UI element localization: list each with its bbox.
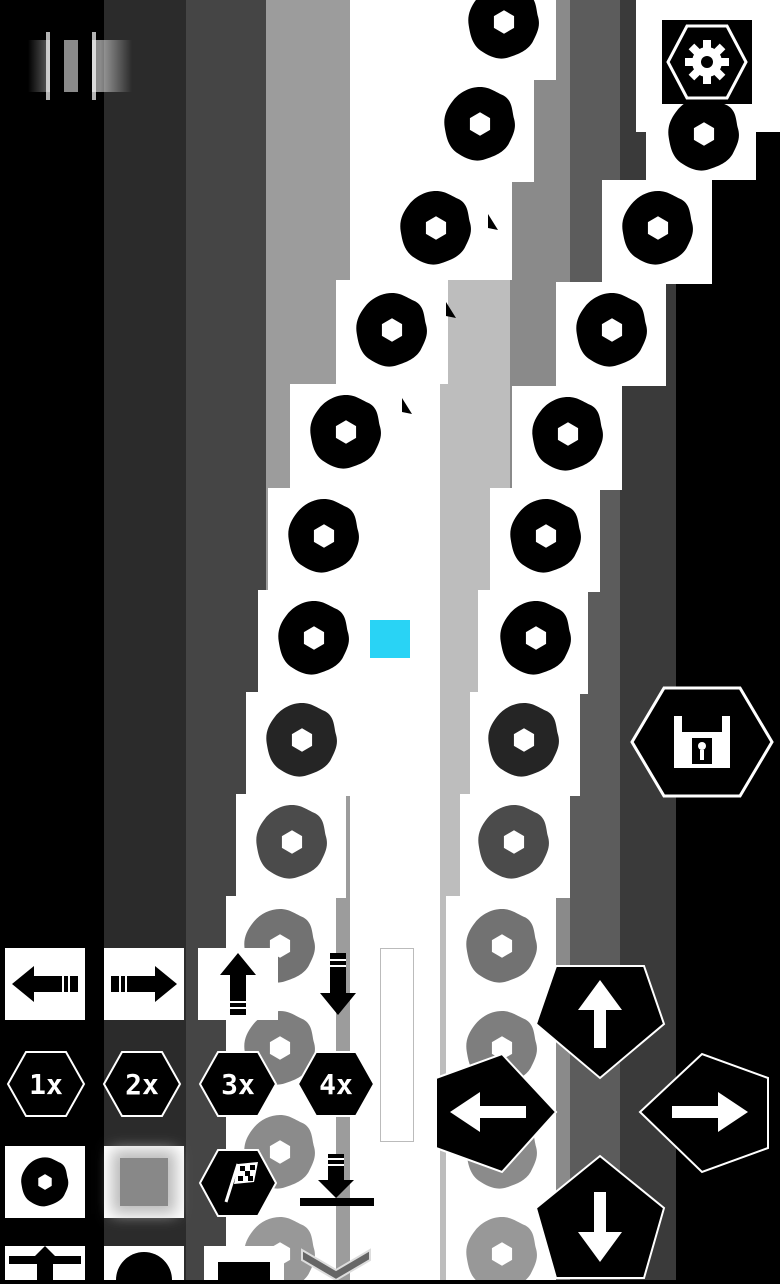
- dpad-down-button[interactable]: [534, 1152, 666, 1280]
- arrow-left-icon: [12, 966, 78, 1002]
- speed-4x-button[interactable]: 4x: [296, 1050, 376, 1118]
- ceiling-arrow-icon: [9, 1246, 81, 1280]
- speed-2x-button[interactable]: 2x: [102, 1050, 182, 1118]
- semicircle-tool[interactable]: [104, 1246, 184, 1280]
- arrow-right-icon: [111, 966, 177, 1002]
- checkered-flag-icon: [198, 1149, 278, 1217]
- pause-icon: [28, 32, 132, 100]
- hexagon-icon: [296, 1051, 376, 1117]
- arrow-down-icon: [320, 953, 356, 1015]
- gear-icon: [666, 24, 748, 100]
- semicircle-icon: [116, 1252, 172, 1280]
- speed-label: 1x: [29, 1067, 63, 1101]
- speed-label: 4x: [319, 1067, 353, 1101]
- drop-arrow-icon: [300, 1154, 374, 1206]
- dpad-left-button[interactable]: [432, 1050, 560, 1176]
- speed-label: 3x: [221, 1067, 255, 1101]
- drop-arrow-tool[interactable]: [296, 1148, 376, 1218]
- speed-label: 2x: [125, 1067, 159, 1101]
- ceiling-arrow-tool[interactable]: [5, 1246, 85, 1280]
- arrow-right-tool[interactable]: [104, 948, 184, 1020]
- speed-1x-button[interactable]: 1x: [6, 1050, 86, 1118]
- arrow-right-icon: [638, 1052, 769, 1174]
- player-cube: [370, 620, 410, 658]
- arrow-left-tool[interactable]: [5, 948, 85, 1020]
- rectangle-icon: [218, 1262, 270, 1280]
- rectangle-tool[interactable]: [204, 1246, 284, 1280]
- speed-3x-button[interactable]: 3x: [198, 1050, 278, 1118]
- arrow-down-icon: [534, 1154, 666, 1279]
- arrow-down-tool[interactable]: [298, 948, 378, 1020]
- gear-block-icon: [21, 1157, 69, 1207]
- collapse-button[interactable]: [296, 1246, 376, 1280]
- arrow-up-icon: [534, 965, 666, 1080]
- blur-block-tool[interactable]: [104, 1146, 184, 1218]
- gear-block-tool[interactable]: [5, 1146, 85, 1218]
- hexagon-icon: [198, 1051, 278, 1117]
- finish-flag-tool[interactable]: [198, 1148, 278, 1218]
- hexagon-icon: [102, 1051, 182, 1117]
- floppy-disk-icon: [630, 686, 774, 798]
- vertical-slider[interactable]: [380, 948, 414, 1142]
- dpad-up-button[interactable]: [534, 962, 666, 1080]
- settings-button[interactable]: [662, 20, 752, 104]
- save-button[interactable]: [628, 684, 776, 800]
- hexagon-icon: [6, 1051, 86, 1117]
- arrow-left-icon: [435, 1052, 558, 1174]
- chevron-down-icon: [301, 1248, 371, 1280]
- blur-block-icon: [120, 1158, 168, 1206]
- arrow-up-icon: [220, 953, 256, 1015]
- arrow-up-tool[interactable]: [198, 948, 278, 1020]
- dpad-right-button[interactable]: [636, 1050, 772, 1176]
- pause-button[interactable]: [28, 32, 132, 100]
